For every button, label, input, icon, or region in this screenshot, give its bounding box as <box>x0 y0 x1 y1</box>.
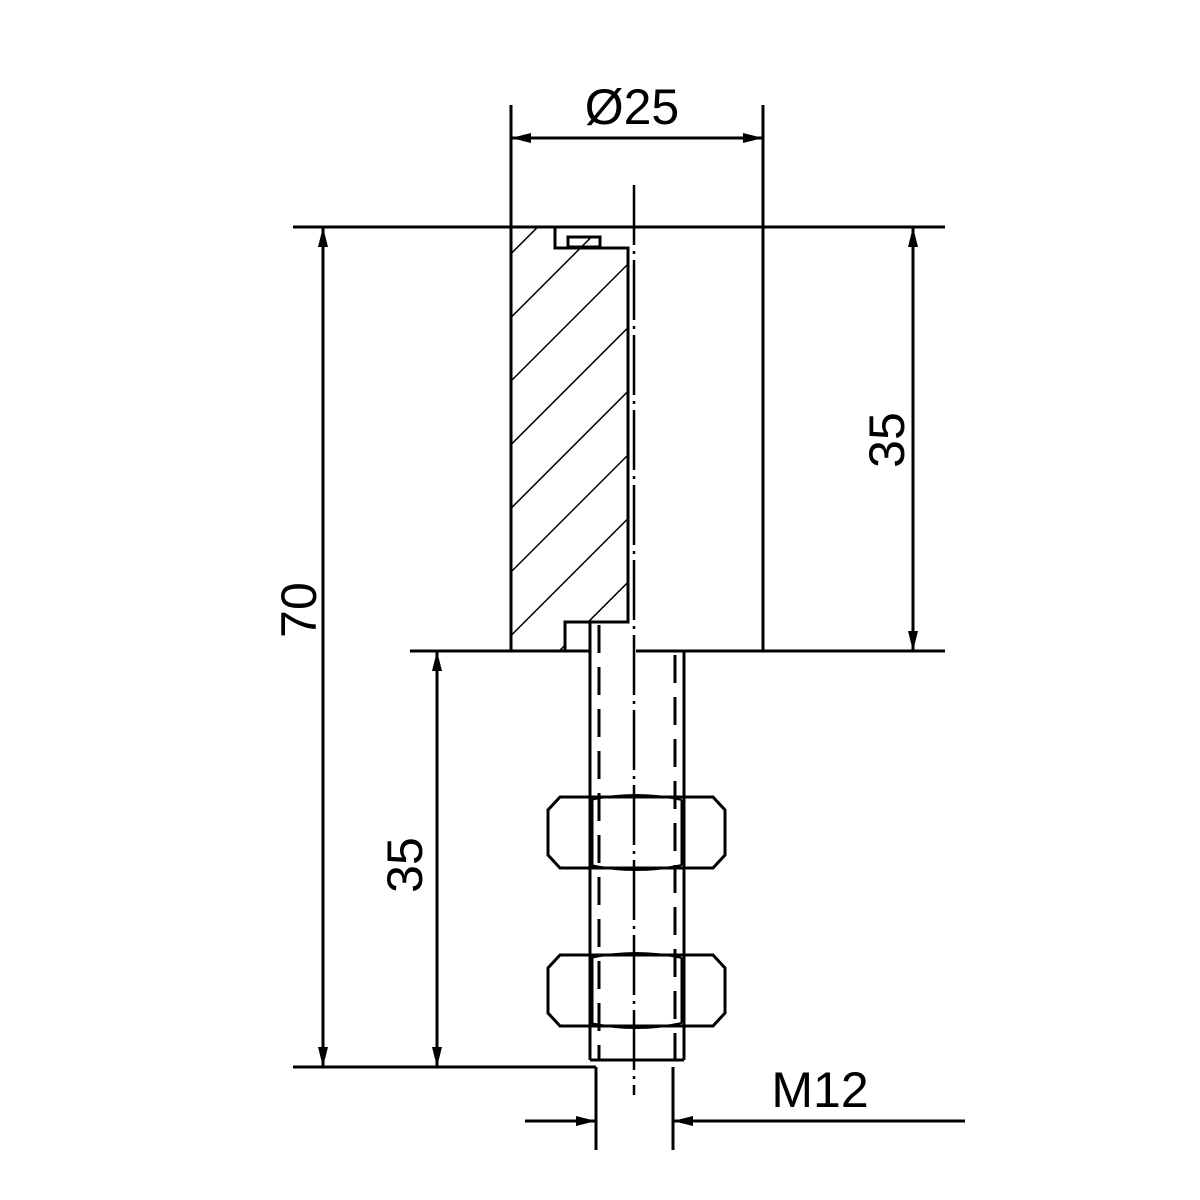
body-section <box>509 225 630 653</box>
hex-nut-upper <box>546 794 727 871</box>
diameter-label: Ø25 <box>585 79 680 135</box>
thread-length-label: 35 <box>377 837 433 893</box>
thread-label: M12 <box>771 1062 868 1118</box>
dimension-thread <box>525 1067 965 1150</box>
overall-height-label: 70 <box>271 582 327 638</box>
hex-nut-lower <box>546 952 727 1029</box>
threaded-rod <box>588 622 686 1062</box>
body-height-label: 35 <box>859 412 915 468</box>
